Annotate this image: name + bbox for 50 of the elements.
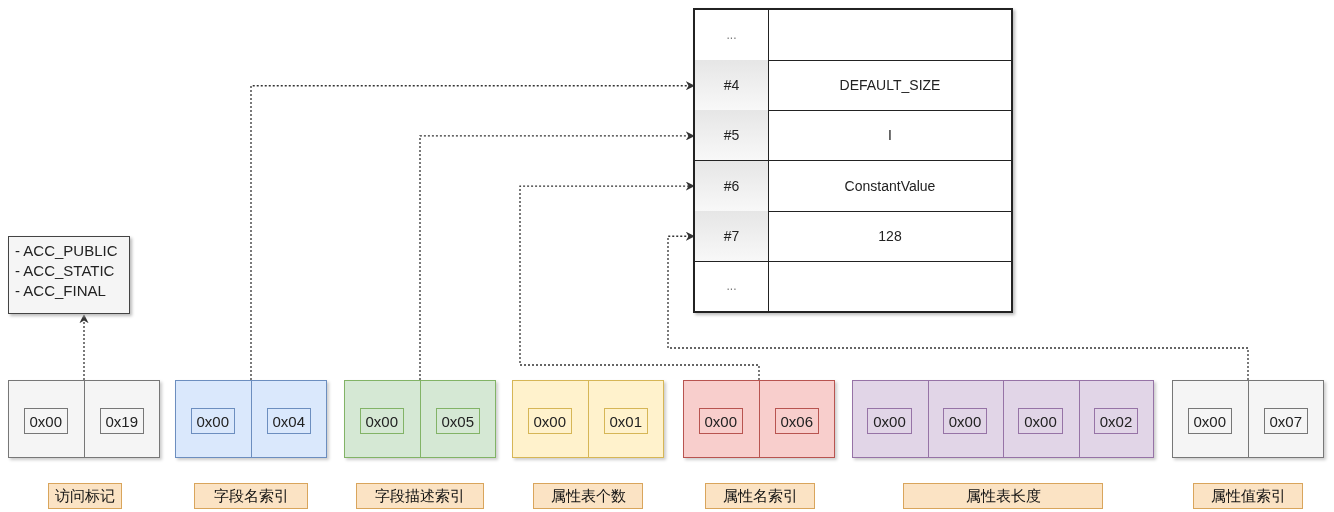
byte-value: 0x00 <box>867 408 912 434</box>
byte-value: 0x07 <box>1263 408 1309 434</box>
byte-value: 0x04 <box>266 408 312 434</box>
table-row <box>695 110 1011 162</box>
byte-value: 0x00 <box>359 408 405 434</box>
field-label: 属性表长度 <box>903 483 1103 509</box>
table-row <box>695 60 1011 112</box>
byte-field <box>683 380 835 458</box>
byte-field <box>512 380 664 458</box>
field-label: 属性名索引 <box>705 483 815 509</box>
byte-field <box>852 380 1154 458</box>
byte-value: 0x00 <box>190 408 236 434</box>
byte-value: 0x00 <box>1018 408 1063 434</box>
index-cell: #5 <box>695 110 769 161</box>
index-cell: #4 <box>695 60 769 111</box>
field-label: 访问标记 <box>48 483 122 509</box>
value-text: I <box>888 127 892 144</box>
byte-value: 0x00 <box>698 408 744 434</box>
ellipsis-text: ... <box>695 260 769 311</box>
byte-value: 0x00 <box>23 408 69 434</box>
byte-value: 0x05 <box>435 408 481 434</box>
byte-value: 0x01 <box>603 408 649 434</box>
value-text: DEFAULT_SIZE <box>839 77 941 94</box>
byte-value: 0x00 <box>527 408 573 434</box>
index-cell: #7 <box>695 210 769 261</box>
field-label: 字段描述索引 <box>356 483 484 509</box>
byte-value: 0x00 <box>942 408 988 434</box>
byte-field <box>1172 380 1324 458</box>
value-text: 128 <box>878 227 902 244</box>
access-flags-note: - ACC_PUBLIC - ACC_STATIC - ACC_FINAL <box>8 236 130 314</box>
arrow <box>250 81 695 381</box>
byte-field <box>8 380 160 458</box>
byte-field <box>175 380 327 458</box>
byte-value: 0x02 <box>1093 408 1139 434</box>
field-label: 属性值索引 <box>1193 483 1303 509</box>
arrow <box>667 231 1249 381</box>
table-row <box>695 210 1011 262</box>
arrow <box>79 314 89 381</box>
byte-value: 0x19 <box>99 408 145 434</box>
table-row <box>695 160 1011 212</box>
arrow <box>519 181 760 381</box>
byte-field <box>344 380 496 458</box>
field-label: 字段名索引 <box>194 483 308 509</box>
value-text: ConstantValue <box>844 177 936 194</box>
index-cell: #6 <box>695 160 769 211</box>
byte-value: 0x00 <box>1187 408 1233 434</box>
constant-pool-table <box>693 8 1013 313</box>
byte-value: 0x06 <box>774 408 820 434</box>
arrow <box>419 131 695 381</box>
field-label: 属性表个数 <box>533 483 643 509</box>
